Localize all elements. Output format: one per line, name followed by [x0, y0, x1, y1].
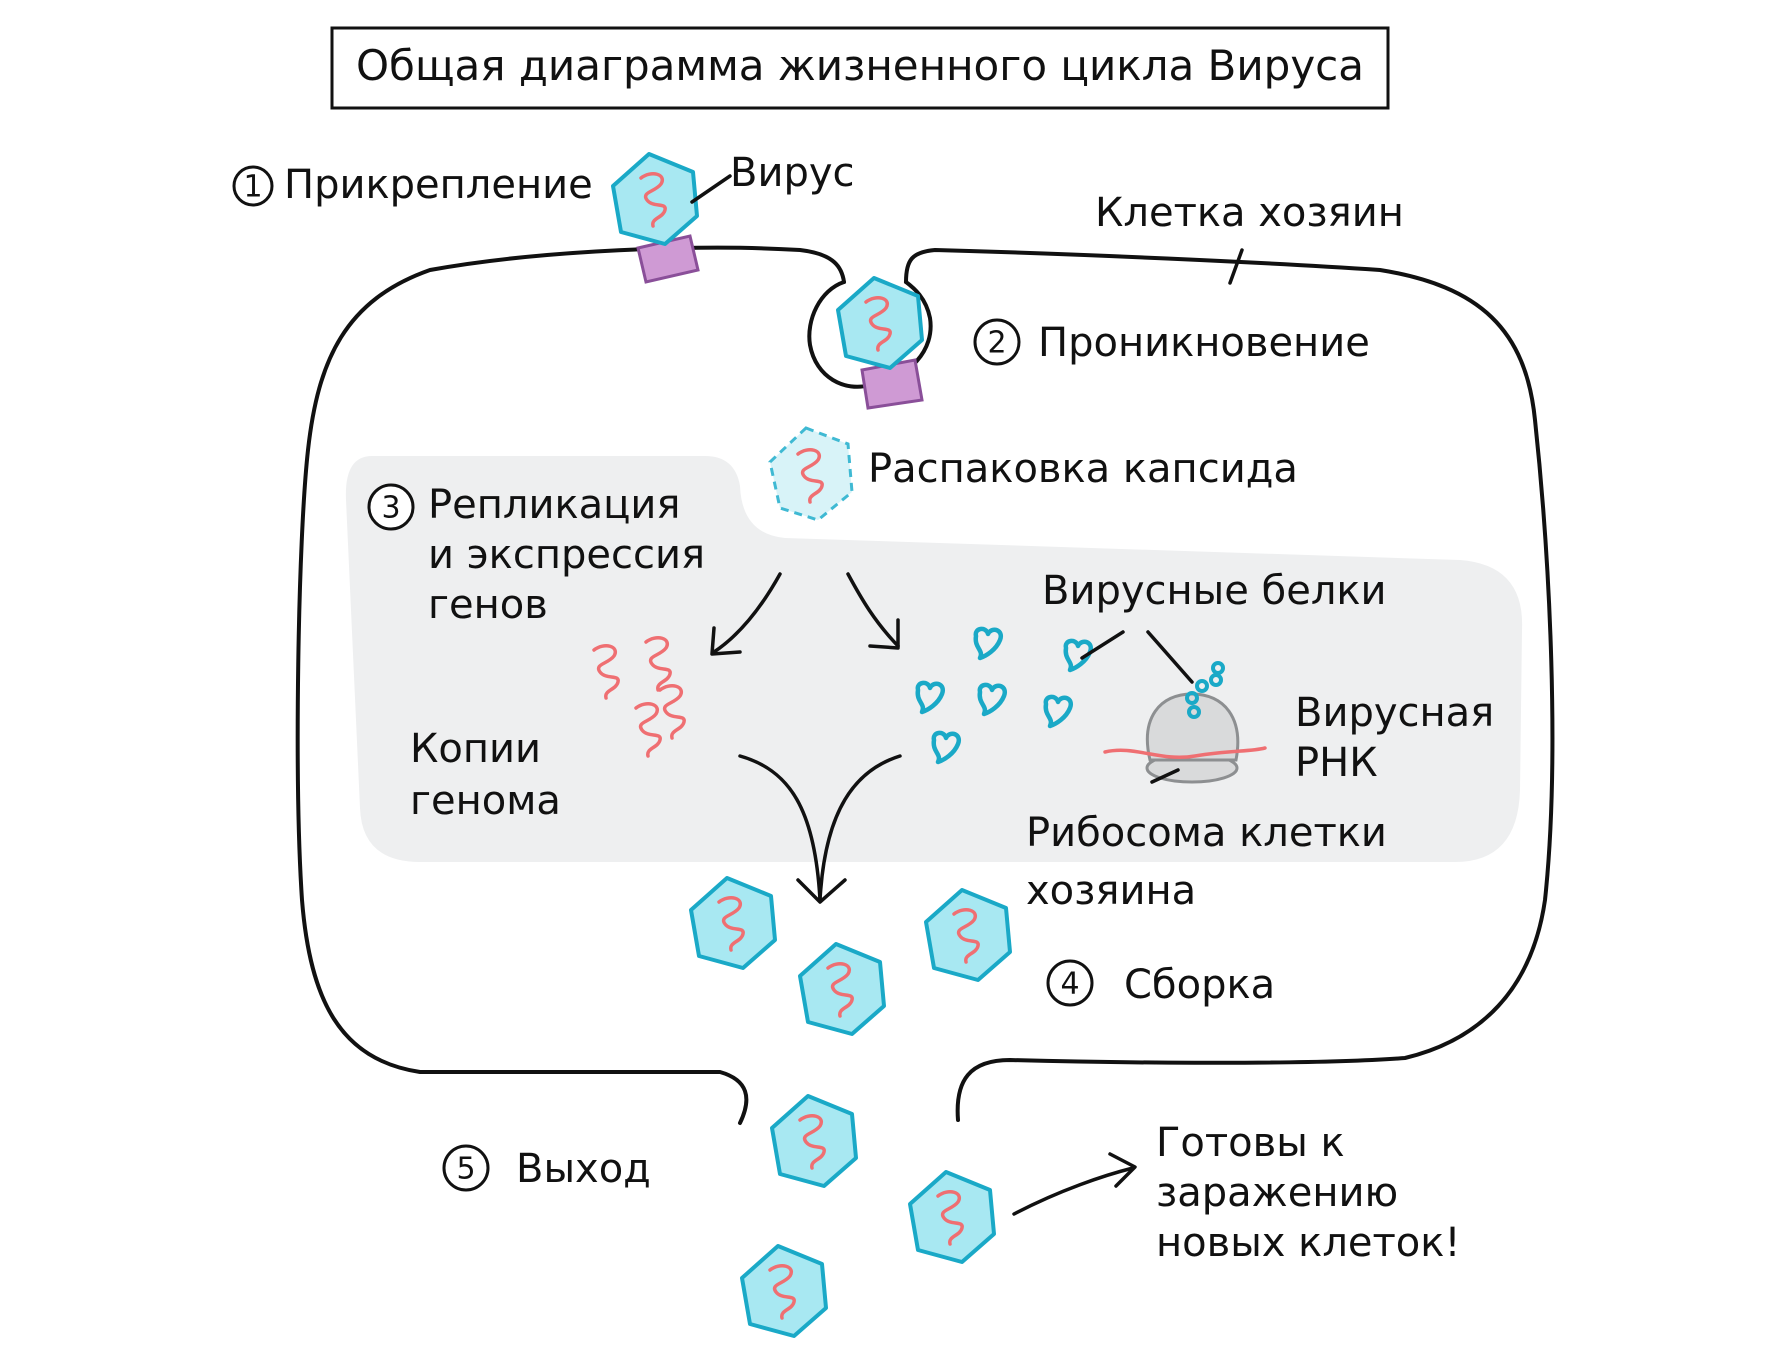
viral-proteins-label: Вирусные белки	[1042, 568, 1387, 614]
host-cell-membrane-right	[904, 248, 1555, 1122]
ribosome-leader	[1150, 768, 1180, 784]
step-2-label: Проникновение	[1038, 320, 1370, 366]
virion	[772, 1096, 856, 1186]
assembled-virions	[691, 878, 1010, 1034]
step-5-label: Выход	[516, 1146, 651, 1192]
svg-text:4: 4	[1060, 967, 1079, 1002]
virion-attaching	[613, 154, 697, 244]
step-1-marker: 1	[232, 165, 274, 207]
step-4-marker: 4	[1046, 959, 1094, 1007]
genome-copies-label: Копии генома	[410, 726, 561, 824]
svg-text:3: 3	[381, 491, 400, 526]
proteins-leader-2	[1146, 630, 1194, 684]
step-5-marker: 5	[442, 1144, 490, 1192]
uncoating-label: Распаковка капсида	[868, 446, 1298, 492]
svg-text:1: 1	[243, 170, 262, 205]
arrow-to-genomes	[710, 572, 782, 656]
receptor-1	[636, 234, 700, 284]
ready-label: Готовы к заражению новых клеток!	[1156, 1120, 1460, 1266]
ready-arrow	[1012, 1152, 1137, 1216]
step-3-marker: 3	[367, 483, 415, 531]
virus-label: Вирус	[730, 150, 855, 196]
virion-entering	[838, 278, 922, 368]
virion	[800, 944, 884, 1034]
step-2-marker: 2	[973, 318, 1021, 366]
step-4-label: Сборка	[1124, 962, 1275, 1008]
uncoating-capsid	[768, 426, 854, 522]
host-cell-label: Клетка хозяин	[1095, 190, 1404, 236]
assembly-arrow	[738, 754, 902, 904]
host-cell-leader	[1228, 248, 1244, 285]
step-3-label: Репликация и экспрессия генов	[428, 482, 718, 628]
exiting-virions	[742, 1096, 994, 1336]
arrow-to-proteins	[846, 572, 900, 650]
step-1-label: Прикрепление	[284, 162, 593, 208]
virion	[926, 890, 1010, 980]
virus-leader	[690, 174, 732, 204]
proteins-leader-1	[1080, 630, 1125, 660]
virion	[910, 1172, 994, 1262]
host-cell-membrane	[295, 245, 846, 1125]
virion	[691, 878, 775, 968]
viral-rna-label: Вирусная РНК	[1295, 690, 1507, 786]
page-title: Общая диаграмма жизненного цикла Вируса	[356, 41, 1364, 90]
svg-text:5: 5	[456, 1152, 475, 1187]
ribosome-label: Рибосома клетки хозяина	[1026, 810, 1400, 914]
title-box	[330, 26, 1390, 110]
virion	[742, 1246, 826, 1336]
svg-text:2: 2	[987, 326, 1006, 361]
